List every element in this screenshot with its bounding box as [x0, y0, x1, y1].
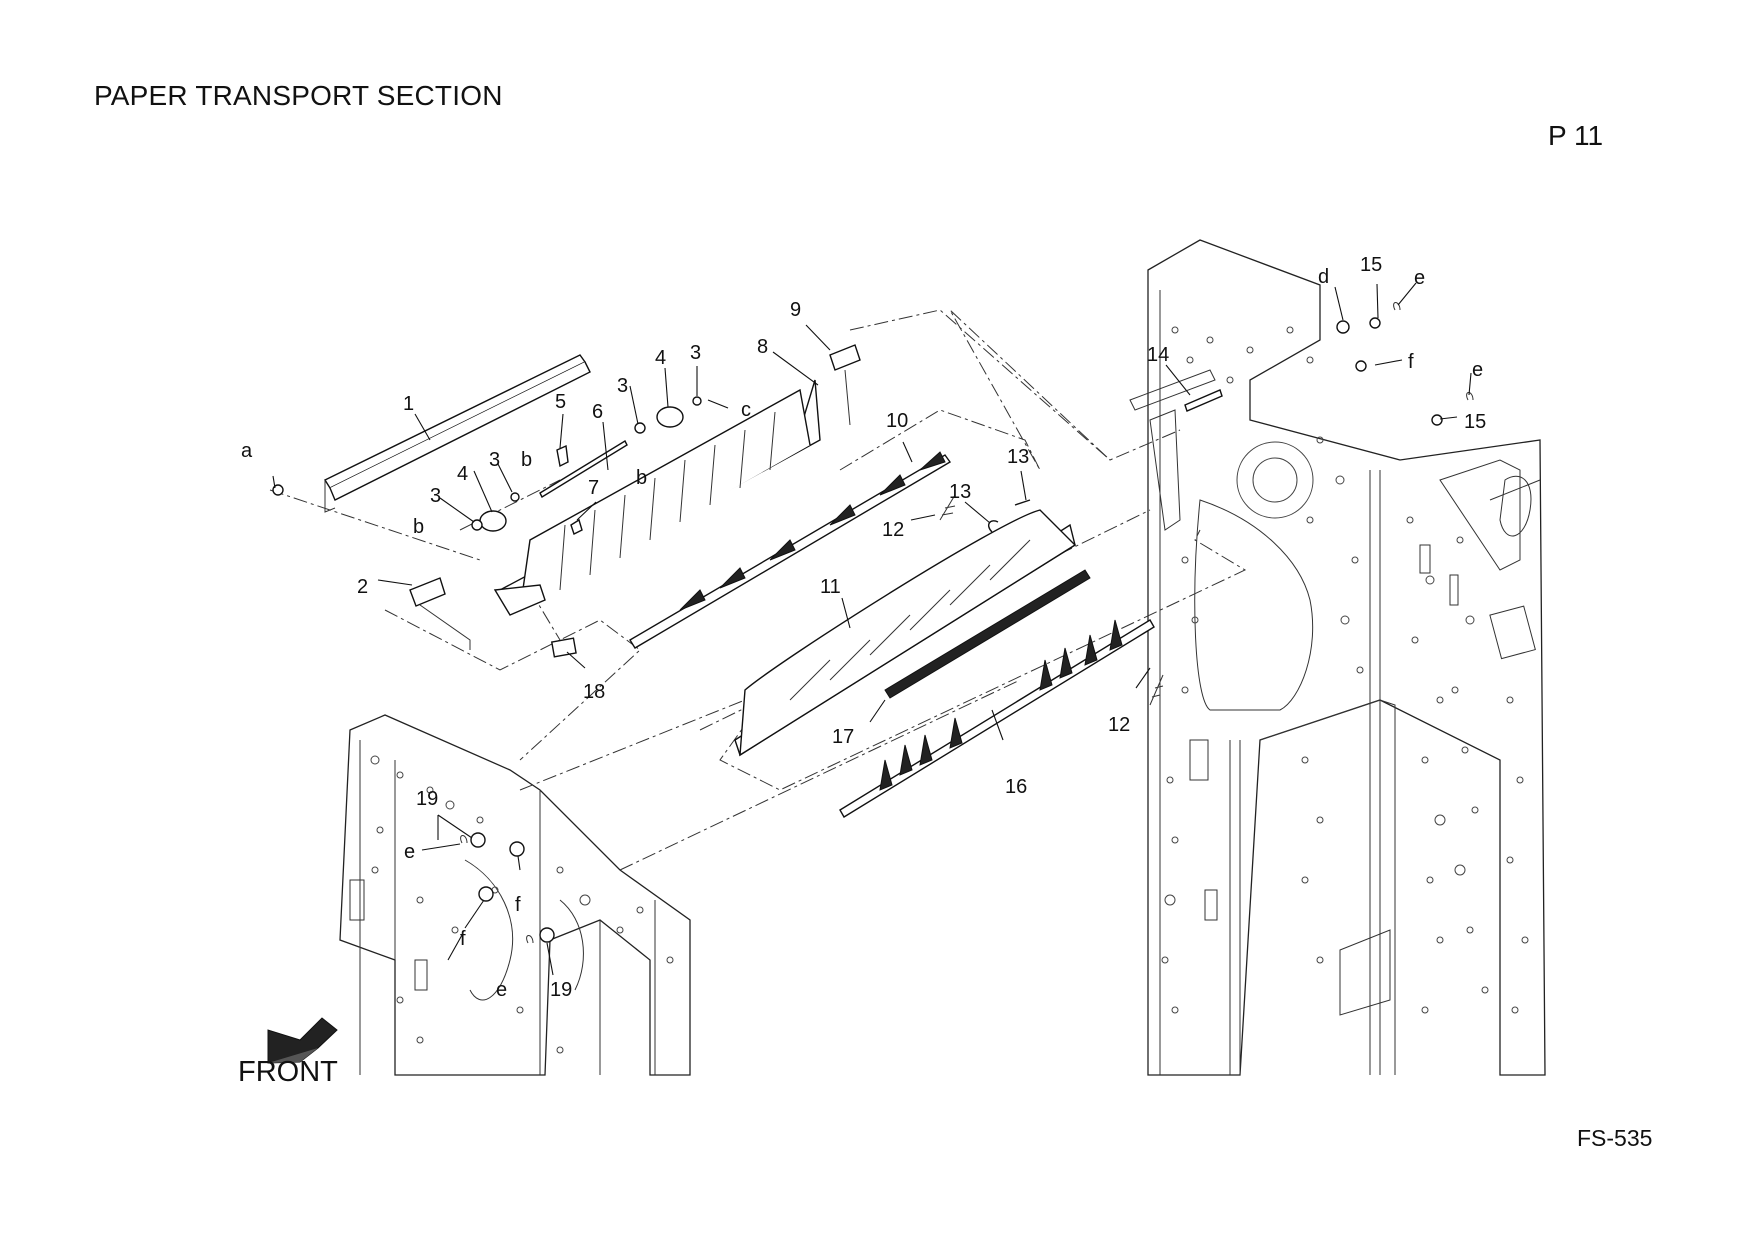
- callout-15: 15: [1464, 411, 1486, 433]
- callout-5: 5: [555, 391, 566, 413]
- callout-d: d: [1318, 266, 1329, 288]
- callout-a: a: [241, 440, 253, 462]
- callout-e: e: [496, 979, 507, 1001]
- callout-3: 3: [617, 375, 628, 397]
- front-label: FRONT: [238, 1056, 338, 1088]
- callout-7: 7: [588, 477, 599, 499]
- page-number: P 11: [1548, 120, 1604, 151]
- callout-3: 3: [489, 449, 500, 471]
- callout-e: e: [1472, 359, 1483, 381]
- callout-18: 18: [583, 681, 605, 703]
- callout-13: 13: [949, 481, 971, 503]
- callout-19: 19: [416, 788, 438, 810]
- callout-13: 13: [1007, 446, 1029, 468]
- callout-9: 9: [790, 299, 801, 321]
- part-16-lower-roller-shaft: [839, 619, 1155, 818]
- model-code: FS-535: [1577, 1125, 1653, 1151]
- page-title: PAPER TRANSPORT SECTION: [94, 80, 503, 111]
- callout-17: 17: [832, 726, 854, 748]
- callout-b: b: [636, 467, 647, 489]
- callout-14: 14: [1147, 344, 1169, 366]
- small-parts: [272, 302, 1474, 944]
- callout-f: f: [460, 928, 466, 950]
- callout-c: c: [741, 399, 751, 421]
- callout-labels: 1 2 3 3 3 3 4 4 5 6 7 8 9 10 11 12 12 13…: [241, 254, 1486, 1001]
- callout-8: 8: [757, 336, 768, 358]
- callout-4: 4: [457, 463, 468, 485]
- callout-f: f: [515, 894, 521, 916]
- front-arrow-icon: [267, 1017, 338, 1064]
- callout-10: 10: [886, 410, 908, 432]
- callout-2: 2: [357, 576, 368, 598]
- callout-b: b: [413, 516, 424, 538]
- callout-15: 15: [1360, 254, 1382, 276]
- callout-16: 16: [1005, 776, 1027, 798]
- callout-1: 1: [403, 393, 414, 415]
- callout-11: 11: [820, 576, 841, 598]
- part-11-curved-guide: [734, 509, 1077, 757]
- callout-e: e: [1414, 267, 1425, 289]
- callout-3: 3: [430, 485, 441, 507]
- part-1-guide-rail: [323, 354, 591, 513]
- callout-f: f: [1408, 351, 1414, 373]
- callout-19: 19: [550, 979, 572, 1001]
- callout-4: 4: [655, 347, 666, 369]
- callout-b: b: [521, 449, 532, 471]
- rear-side-frame: [1129, 239, 1546, 1076]
- callout-12: 12: [1108, 714, 1130, 736]
- leader-lines: [272, 282, 1472, 976]
- callout-3: 3: [690, 342, 701, 364]
- callout-6: 6: [592, 401, 603, 423]
- callout-e: e: [404, 841, 415, 863]
- part-17-static-brush: [884, 569, 1091, 699]
- part-10-roller-shaft: [629, 451, 952, 649]
- callout-12: 12: [882, 519, 904, 541]
- part-8-upper-guide: [493, 379, 821, 616]
